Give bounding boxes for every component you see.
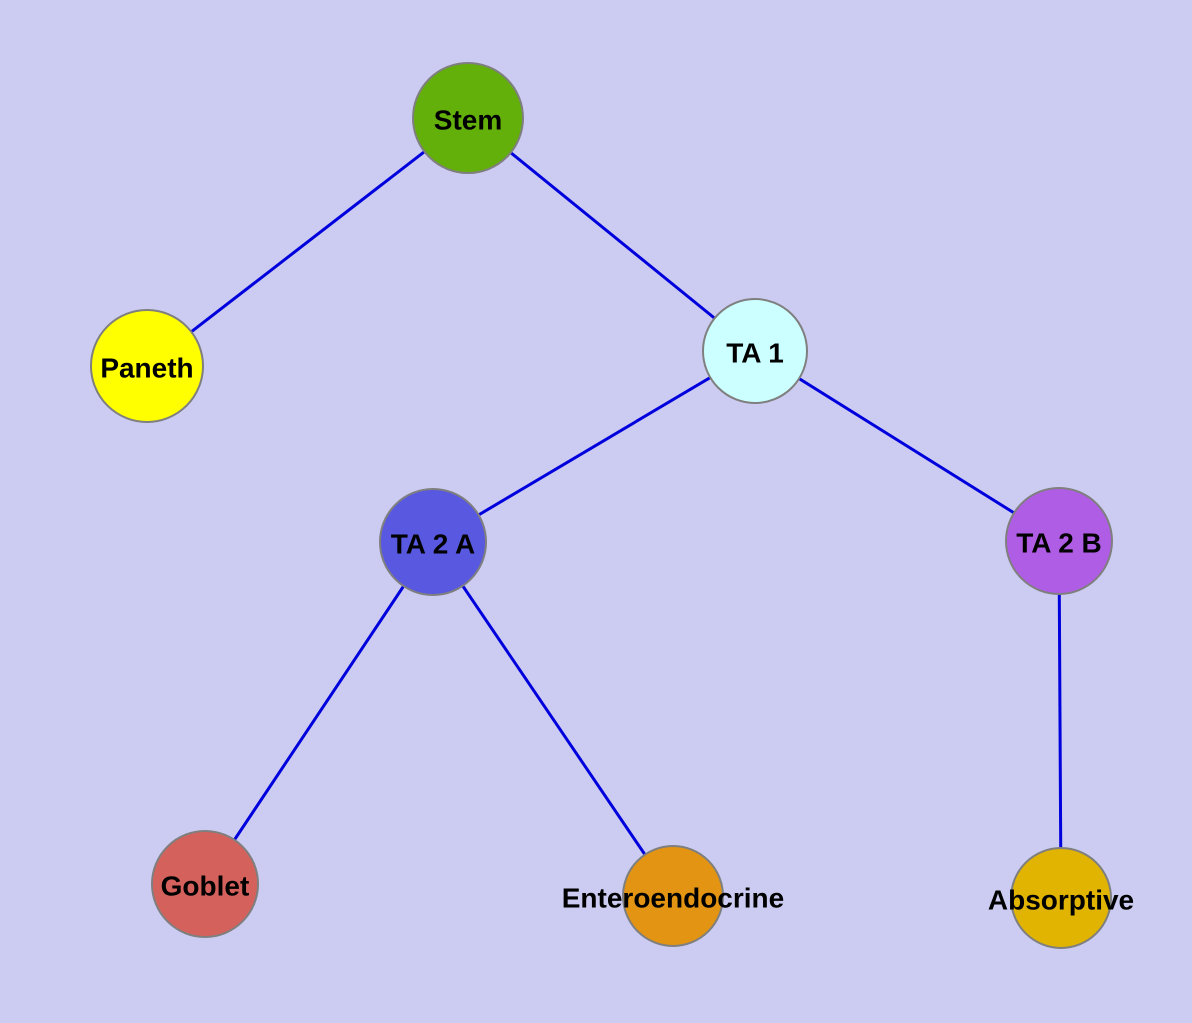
node-ta2a[interactable]: TA 2 A (379, 488, 487, 596)
node-circle-paneth[interactable] (90, 309, 204, 423)
edge-stem-ta1 (467, 116, 756, 353)
node-circle-enteroendocrine[interactable] (622, 845, 724, 947)
node-ta2b[interactable]: TA 2 B (1005, 487, 1113, 595)
node-circle-goblet[interactable] (151, 830, 259, 938)
edge-ta2b-absorptive (1057, 540, 1063, 899)
node-stem[interactable]: Stem (412, 62, 524, 174)
node-circle-ta2b[interactable] (1005, 487, 1113, 595)
node-circle-ta1[interactable] (702, 298, 808, 404)
edges-layer (146, 116, 1063, 899)
node-circle-stem[interactable] (412, 62, 524, 174)
node-goblet[interactable]: Goblet (151, 830, 259, 938)
node-paneth[interactable]: Paneth (90, 309, 204, 423)
edge-stem-paneth (146, 116, 469, 368)
edge-ta2a-goblet (203, 541, 435, 885)
edge-ta1-ta2a (432, 349, 756, 544)
node-ta1[interactable]: TA 1 (702, 298, 808, 404)
node-circle-absorptive[interactable] (1010, 847, 1112, 949)
edge-ta2a-enteroendocrine (431, 541, 675, 897)
edge-ta1-ta2b (754, 349, 1060, 543)
node-circle-ta2a[interactable] (379, 488, 487, 596)
